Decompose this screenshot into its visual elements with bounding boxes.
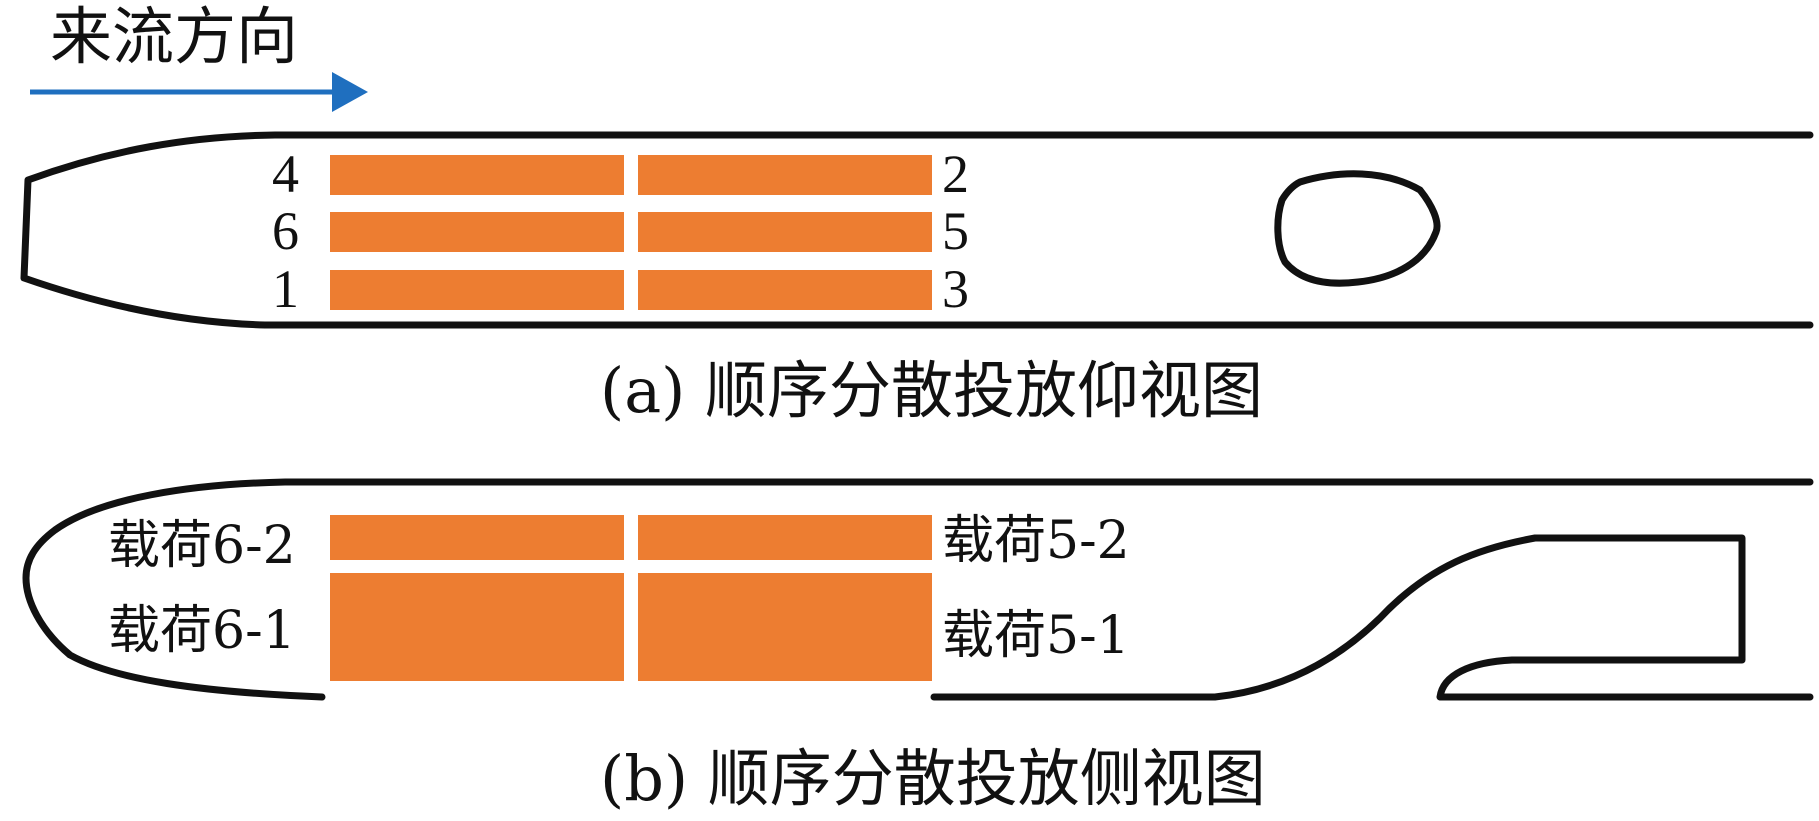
payload-block-2 xyxy=(638,155,932,195)
payload-block-5 xyxy=(638,212,932,252)
payload-block-6 xyxy=(330,212,624,252)
flow-direction-label: 来流方向 xyxy=(50,0,299,73)
side-view-fuselage xyxy=(22,478,1814,701)
bottom-view-fuselage xyxy=(20,131,1814,329)
payload-number-2: 2 xyxy=(942,144,969,204)
payload-block-3 xyxy=(638,270,932,310)
payload-number-1: 1 xyxy=(272,259,299,319)
payload-number-4: 4 xyxy=(272,144,299,204)
payload-number-6: 6 xyxy=(272,201,299,261)
side-view-caption: (b) 顺序分散投放侧视图 xyxy=(600,742,1266,815)
bottom-view-hatch-outline xyxy=(1274,170,1441,287)
side-view-payload-grid xyxy=(330,515,932,681)
payload-number-5: 5 xyxy=(942,201,969,261)
payload-block-4 xyxy=(330,155,624,195)
payload-block-1 xyxy=(330,270,624,310)
payload-block-5-1 xyxy=(638,573,932,681)
payload-number-3: 3 xyxy=(942,259,969,319)
payload-block-5-2 xyxy=(638,515,932,560)
payload-label-6-2: 载荷6-2 xyxy=(108,516,296,576)
payload-block-6-1 xyxy=(330,573,624,681)
flow-arrow-head xyxy=(332,72,368,112)
payload-label-6-1: 载荷6-1 xyxy=(108,601,296,661)
bottom-view-caption: (a) 顺序分散投放仰视图 xyxy=(600,354,1264,427)
bottom-view-payload-grid xyxy=(330,155,932,310)
payload-label-5-1: 载荷5-1 xyxy=(942,606,1130,666)
payload-label-5-2: 载荷5-2 xyxy=(942,511,1130,571)
payload-block-6-2 xyxy=(330,515,624,560)
